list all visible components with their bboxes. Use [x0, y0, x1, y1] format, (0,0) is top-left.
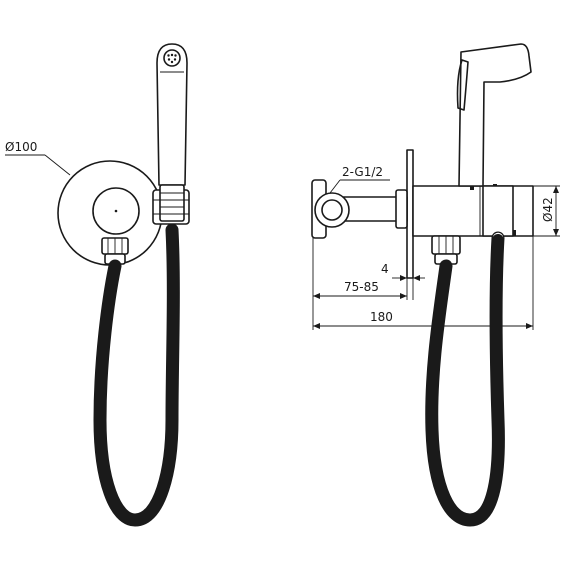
valve-body — [412, 185, 534, 237]
wall-gap-label: 4 — [381, 262, 389, 276]
escutcheon-diameter-label: Ø100 — [5, 140, 37, 154]
wall-plate-side — [406, 149, 414, 279]
side-view: 2-G1/2 Ø42 4 75-85 180 — [311, 43, 560, 527]
sprayer-trigger — [456, 59, 469, 111]
depth-range-label: 75-85 — [344, 280, 379, 294]
sprayer-nozzle — [163, 49, 181, 67]
sprayer-side — [458, 43, 532, 187]
knob-indicator — [114, 209, 118, 213]
front-view: Ø100 — [5, 43, 190, 527]
total-length-label: 180 — [370, 310, 393, 324]
body-diameter-label: Ø42 — [541, 197, 555, 222]
sprayer-body — [156, 43, 188, 186]
thread-label: 2-G1/2 — [342, 165, 383, 179]
